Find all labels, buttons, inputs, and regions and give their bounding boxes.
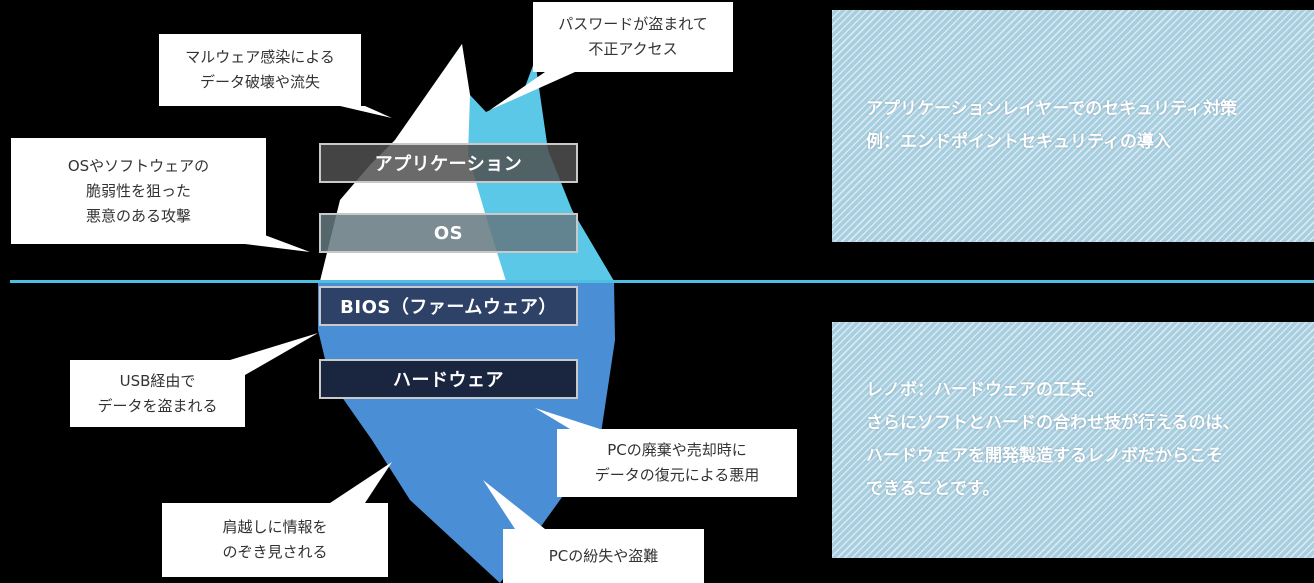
water-line [10,280,1314,283]
layer-application: アプリケーション [319,143,578,183]
panel-bottom-line-2: さらにソフトとハードの合わせ技が行えるのは、 [866,413,1240,433]
panel-bottom-line-3: ハードウェアを開発製造するレノボだからこそ [866,446,1223,466]
panel-application-security: アプリケーションレイヤーでのセキュリティ対策 例：エンドポイントセキュリティの導… [832,10,1314,242]
panel-bottom-line-4: できることです。 [866,479,1000,499]
layer-bios: BIOS（ファームウェア） [319,286,578,326]
threat-password: パスワードが盗まれて 不正アクセス [533,2,733,72]
threat-theft: PCの紛失や盗難 [503,529,704,583]
threat-malware: マルウェア感染による データ破壊や流失 [159,34,361,106]
panel-bottom-line-1: レノボ：ハードウェアの工夫。 [866,380,1104,400]
panel-top-line-2: 例：エンドポイントセキュリティの導入 [866,132,1171,152]
threat-shoulder-surfing: 肩越しに情報を のぞき見される [162,503,388,577]
threat-disposal: PCの廃棄や売却時に データの復元による悪用 [557,429,797,497]
layer-hardware: ハードウェア [319,359,578,399]
panel-top-line-1: アプリケーションレイヤーでのセキュリティ対策 [866,99,1238,119]
threat-vulnerability: OSやソフトウェアの 脆弱性を狙った 悪意のある攻撃 [11,138,266,244]
layer-os: OS [319,213,578,253]
panel-lenovo-hardware: レノボ：ハードウェアの工夫。 さらにソフトとハードの合わせ技が行えるのは、 ハー… [832,322,1314,558]
iceberg-underwater [318,281,615,583]
threat-usb: USB経由で データを盗まれる [70,360,245,427]
